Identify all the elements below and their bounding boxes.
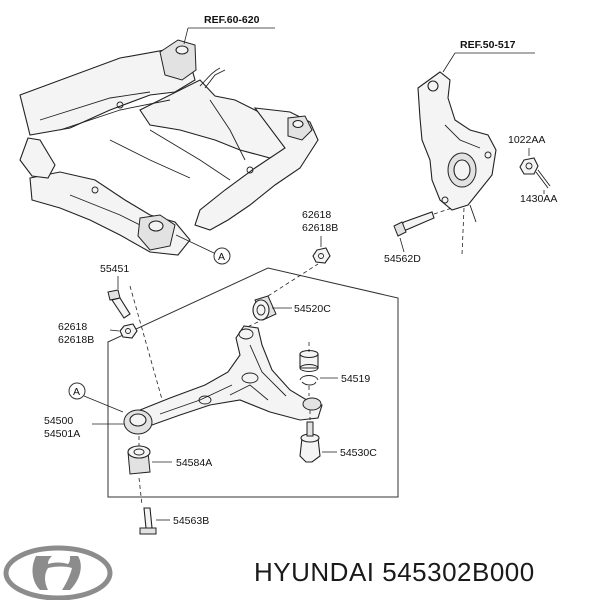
balljoint-54530c: 54530C [299,410,377,463]
label-arm-2: 54501A [44,428,80,440]
label-nut-left-2: 62618B [58,334,94,346]
callout-a-arm-label: A [73,386,80,398]
label-54520c: 54520C [294,303,331,315]
nut-top-62618: 62618 62618B [302,209,338,264]
label-1022aa: 1022AA [508,134,545,146]
pin-1430aa: 1430AA [520,169,557,205]
lower-control-arm [123,325,323,435]
brand-part-number: HYUNDAI 545302B000 [254,557,535,587]
nut-left-62618: 62618 62618B [58,321,138,346]
label-nut-top-2: 62618B [302,222,338,234]
label-arm-1: 54500 [44,415,73,427]
bolt-55451: 55451 [100,263,166,411]
label-54519: 54519 [341,373,370,385]
knuckle-drawing [417,71,497,223]
label-54562d: 54562D [384,253,421,265]
nut-1022aa: 1022AA [508,134,545,175]
bolt-54563b: 54563B [139,507,209,535]
label-1430aa: 1430AA [520,193,557,205]
label-54584a: 54584A [176,457,212,469]
ref-knuckle: REF.50-517 [442,39,535,73]
cap-54519: 54519 [299,342,370,396]
label-54563b: 54563B [173,515,209,527]
ref-subframe-label: REF.60-620 [204,14,260,26]
label-arm: 54500 54501A [44,415,124,440]
bushing-54584a: 54584A [127,436,212,506]
label-55451: 55451 [100,263,129,275]
ref-knuckle-label: REF.50-517 [460,39,516,51]
subframe-drawing [19,39,319,256]
label-nut-left-1: 62618 [58,321,87,333]
bushing-54520c: 54520C [244,263,331,329]
assembly-box [107,267,399,498]
label-nut-top-1: 62618 [302,209,331,221]
bolt-54562d: 54562D [384,207,465,265]
ref-subframe: REF.60-620 [183,14,275,45]
callout-a-subframe[interactable]: A [175,234,231,265]
callout-a-arm[interactable]: A [68,382,124,413]
hyundai-logo-icon [3,545,113,600]
label-54530c: 54530C [340,447,377,459]
callout-a-subframe-label: A [218,251,225,263]
